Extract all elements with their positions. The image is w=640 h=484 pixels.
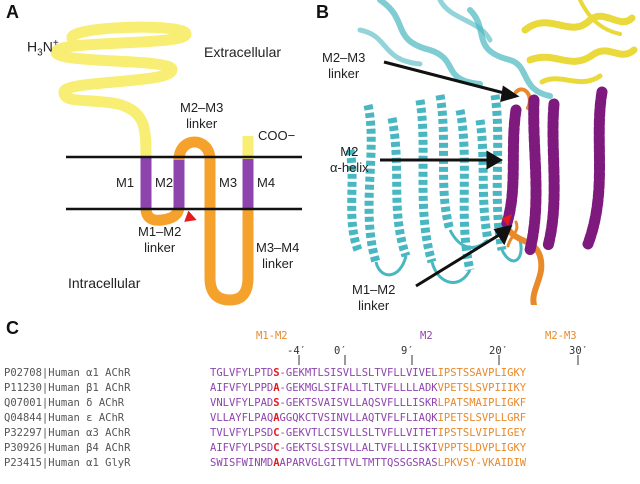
- accession-label: Q04844|Human ε AChR: [4, 412, 125, 424]
- seq-m2: GGQKCTVSINVLLAQTVFLFLIAQK: [279, 412, 438, 424]
- seq-m2: -GEKTSVAISVLLAQSVFLLLISKR: [279, 397, 438, 409]
- alignment-row: P32297|Human α3 AChR TVLVFYLPSDC-GEKVTLCI…: [4, 427, 526, 439]
- seq-key-residue: S: [273, 397, 280, 409]
- seq-pre: TVLVFYLPSD: [210, 427, 274, 439]
- m3-m4-loop: [204, 206, 254, 306]
- panel-b-letter: B: [316, 2, 329, 22]
- extracellular-label: Extracellular: [204, 44, 282, 60]
- background-subunits: [357, 0, 553, 99]
- seq-post: VPETSLSVPIIIKY: [437, 382, 527, 394]
- c-terminus-label: COO−: [258, 128, 296, 143]
- alignment-row: Q04844|Human ε AChR VLLAYFLPAQAGGQKCTVSIN…: [4, 412, 526, 424]
- seq-key-residue: A: [273, 412, 280, 424]
- seq-pre: AIFVFYLPSD: [210, 442, 274, 454]
- seq-m2: -GEKMGLSIFALLTLTVFLLLLADK: [279, 382, 438, 394]
- region-label-m1m2: M1-M2: [256, 330, 288, 342]
- seq-key-residue: S: [273, 367, 280, 379]
- position-label-minus4: -4′: [287, 345, 306, 357]
- seq-post: LPKVSY-VKAIDIW: [437, 457, 527, 469]
- magenta-helices: [500, 86, 608, 256]
- n-terminus-label: H3N+: [27, 38, 59, 59]
- accession-label: P30926|Human β4 AChR: [4, 442, 131, 454]
- seq-pre: VNLVFYLPAD: [210, 397, 274, 409]
- seq-m2: -GEKMTLSISVLLSLTVFLLVIVEL: [279, 367, 438, 379]
- seq-m2: APARVGLGITTVLTMTTQSSGSRAS: [279, 457, 438, 469]
- position-label-20: 20′: [489, 345, 508, 357]
- seq-key-residue: A: [273, 457, 280, 469]
- seq-key-residue: A: [273, 382, 280, 394]
- seq-pre: AIFVFYLPPD: [210, 382, 274, 394]
- seq-pre: SWISFWINMD: [210, 457, 274, 469]
- accession-label: P11230|Human β1 AChR: [4, 382, 131, 394]
- m2-m3-loop: [173, 136, 216, 161]
- panel-b-key-residue-marker: [502, 214, 512, 226]
- accession-label: P32297|Human α3 AChR: [4, 427, 131, 439]
- teal-helices: [345, 94, 507, 272]
- n-terminal-domain: [50, 21, 192, 166]
- helix-label-m1: M1: [116, 175, 135, 190]
- seq-post: IPETSLSVPLLGRF: [437, 412, 527, 424]
- seq-m2: -GEKVTLCISVLLSLTVFLLVITET: [279, 427, 438, 439]
- panel-a-letter: A: [6, 2, 19, 22]
- region-label-m2m3: M2-M3: [545, 330, 577, 342]
- panel-b-structure: [345, 0, 638, 305]
- seq-pre: VLLAYFLPAQ: [210, 412, 274, 424]
- seq-m2: -GEKTSLSISVLLALTVFLLLISKI: [279, 442, 438, 454]
- position-label-30: 30′: [569, 345, 588, 357]
- intracellular-label: Intracellular: [68, 275, 141, 291]
- annotation-arrows: [380, 60, 520, 288]
- panel-c-letter: C: [6, 318, 19, 338]
- alignment-row: P30926|Human β4 AChR AIFVFYLPSDC-GEKTSLSI…: [4, 442, 526, 454]
- seq-post: VPPTSLDVPLIGKY: [437, 442, 527, 454]
- seq-post: LPATSMAIPLIGKF: [437, 397, 527, 409]
- seq-post: IPSTSSAVPLIGKY: [437, 367, 527, 379]
- position-label-0: 0′: [334, 345, 347, 357]
- accession-label: P23415|Human α1 GlyR: [4, 457, 131, 469]
- region-label-m2: M2: [420, 330, 433, 342]
- alignment-row: P23415|Human α1 GlyR SWISFWINMDAAPARVGLGI…: [4, 457, 526, 469]
- position-label-9: 9′: [401, 345, 414, 357]
- seq-post: IPSTSLVIPLIGEY: [437, 427, 527, 439]
- helix-label-m4: M4: [257, 175, 276, 190]
- m1-m2-loop: [140, 205, 185, 226]
- accession-label: Q07001|Human δ AChR: [4, 397, 125, 409]
- alignment-row: P11230|Human β1 AChR AIFVFYLPPDA-GEKMGLSI…: [4, 382, 526, 394]
- helix-label-m2: M2: [155, 175, 174, 190]
- position-ticks: [298, 355, 579, 365]
- panel-a-topology: [50, 21, 302, 306]
- seq-key-residue: C: [273, 427, 280, 439]
- alignment-row: P02708|Human α1 AChR TGLVFYLPTDS-GEKMTLSI…: [4, 367, 526, 379]
- key-residue-marker: [184, 210, 197, 222]
- alignment-row: Q07001|Human δ AChR VNLVFYLPADS-GEKTSVAIS…: [4, 397, 526, 409]
- teal-loops: [374, 229, 523, 284]
- yellow-ecd: [521, 0, 638, 85]
- helix-label-m3: M3: [219, 175, 238, 190]
- accession-label: P02708|Human α1 AChR: [4, 367, 131, 379]
- seq-pre: TGLVFYLPTD: [210, 367, 274, 379]
- seq-key-residue: C: [273, 442, 280, 454]
